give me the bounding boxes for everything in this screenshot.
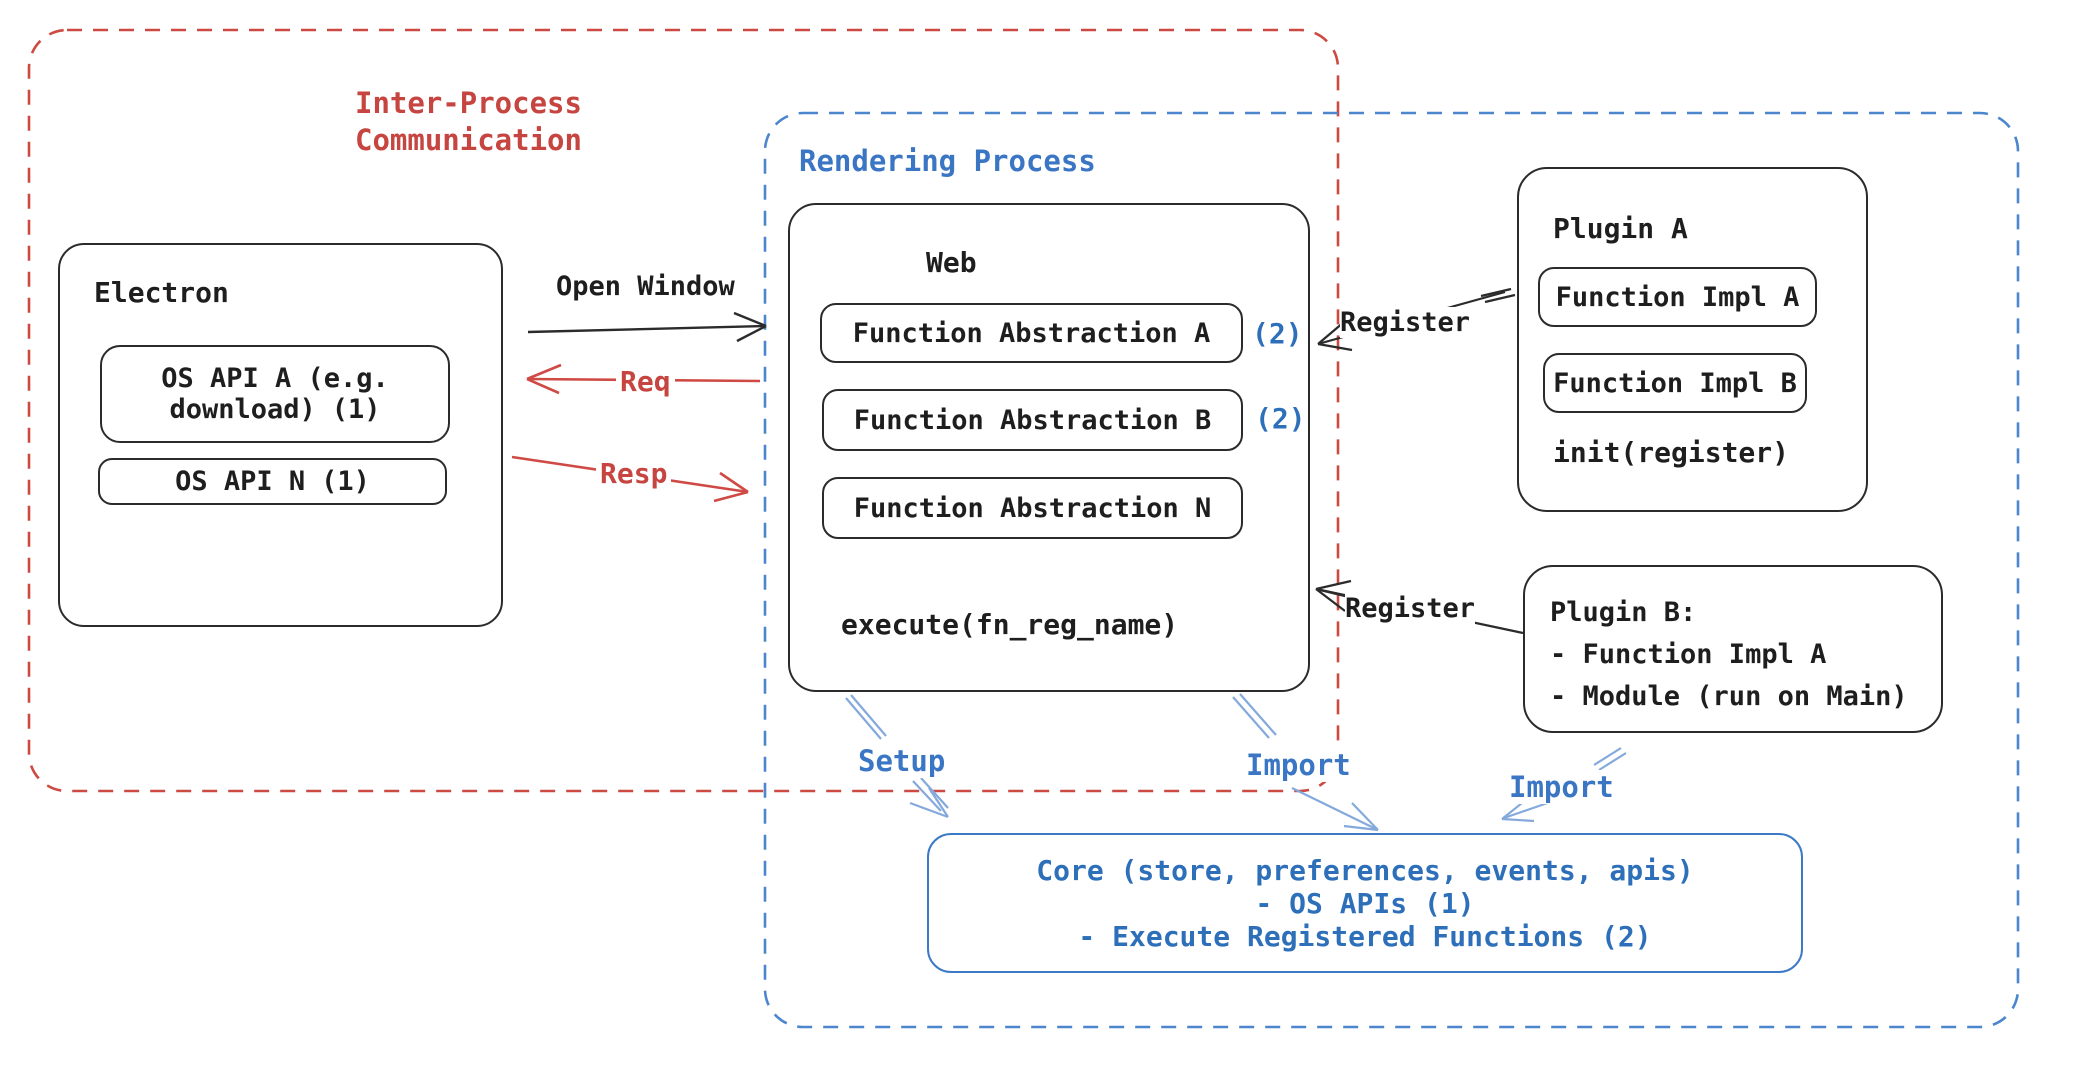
web-title: Web — [926, 246, 977, 279]
function-impl-b-box: Function Impl B — [1543, 353, 1807, 413]
function-abstraction-n-label: Function Abstraction N — [853, 492, 1212, 524]
core-line2: - OS APIs (1) — [1255, 886, 1475, 920]
register-top-label: Register — [1340, 307, 1471, 338]
function-abstraction-a-badge: (2) — [1252, 317, 1303, 350]
function-abstraction-b-badge: (2) — [1255, 402, 1306, 435]
os-api-n-box: OS API N (1) — [98, 458, 447, 505]
open-window-label: Open Window — [552, 271, 739, 302]
electron-title: Electron — [94, 276, 229, 309]
os-api-a-badge: (1) — [331, 394, 381, 425]
plugin-b-line1: Plugin B: — [1550, 597, 1697, 628]
ipc-label-line2: Communication — [355, 123, 582, 157]
rendering-process-label: Rendering Process — [799, 144, 1096, 178]
init-register-label: init(register) — [1553, 436, 1790, 469]
core-line1: Core (store, preferences, events, apis) — [1036, 853, 1694, 887]
ipc-label-line1: Inter-Process — [355, 86, 582, 120]
register-bottom-label: Register — [1345, 593, 1476, 624]
execute-label: execute(fn_reg_name) — [841, 608, 1179, 641]
function-abstraction-a-box: Function Abstraction A — [820, 303, 1243, 363]
function-impl-a-box: Function Impl A — [1538, 267, 1817, 327]
import-plugin-label: Import — [1505, 770, 1618, 804]
resp-label: Resp — [596, 457, 672, 490]
os-api-a-line1: OS API A (e.g. — [161, 363, 389, 394]
os-api-n-label: OS API N — [175, 466, 306, 497]
ipc-label: Inter-Process Communication — [355, 85, 582, 159]
plugin-b-line3: - Module (run on Main) — [1550, 681, 1908, 712]
plugin-a-box — [1517, 167, 1868, 512]
function-abstraction-b-box: Function Abstraction B — [822, 389, 1243, 451]
function-impl-b-label: Function Impl B — [1553, 367, 1797, 399]
plugin-b-box — [1523, 565, 1943, 733]
core-box: Core (store, preferences, events, apis) … — [927, 833, 1803, 973]
function-abstraction-a-label: Function Abstraction A — [852, 317, 1211, 349]
import-web-label: Import — [1242, 748, 1355, 782]
req-label: Req — [616, 365, 675, 398]
plugin-b-text: Plugin B: - Function Impl A - Module (ru… — [1550, 592, 1908, 718]
setup-label: Setup — [854, 744, 950, 778]
plugin-b-line2: - Function Impl A — [1550, 639, 1827, 670]
os-api-a-line2: download) — [169, 394, 316, 425]
os-api-n-badge: (1) — [321, 466, 370, 497]
core-text: Core (store, preferences, events, apis) … — [1036, 854, 1693, 953]
function-abstraction-n-box: Function Abstraction N — [822, 477, 1243, 539]
core-line3: - Execute Registered Functions (2) — [1078, 919, 1652, 953]
plugin-a-title: Plugin A — [1553, 212, 1688, 245]
os-api-a-box: OS API A (e.g. download) (1) — [100, 345, 450, 443]
function-abstraction-b-label: Function Abstraction B — [853, 404, 1212, 436]
open-window-arrow — [527, 311, 767, 343]
function-impl-a-label: Function Impl A — [1555, 281, 1800, 313]
